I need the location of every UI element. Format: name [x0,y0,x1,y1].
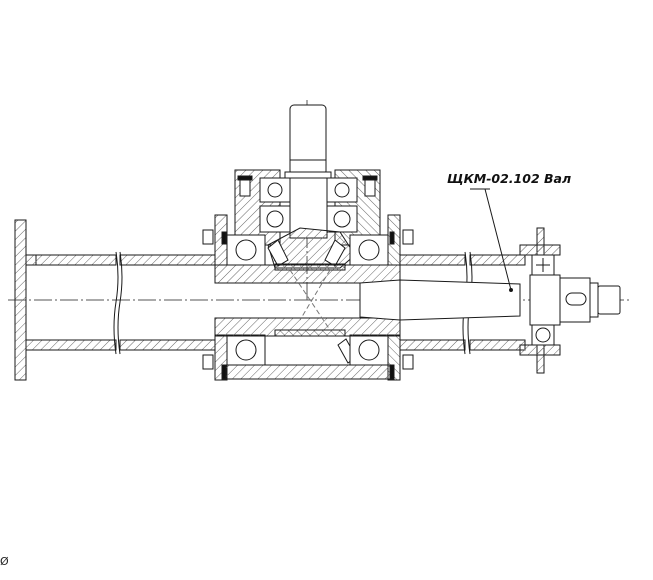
top-housing [234,169,381,246]
leader-line [470,188,513,292]
input-shaft [284,104,332,179]
main-housing [214,214,401,381]
part-label: ЩКМ-02.102 Вал [447,171,572,186]
hollow-shaft [214,263,401,337]
output-shaft [359,279,521,321]
left-flange [14,219,37,381]
right-end-assembly [519,227,621,374]
bolts [202,229,414,370]
bevel-gear [267,227,357,364]
corner-mark: Ø [0,555,9,568]
